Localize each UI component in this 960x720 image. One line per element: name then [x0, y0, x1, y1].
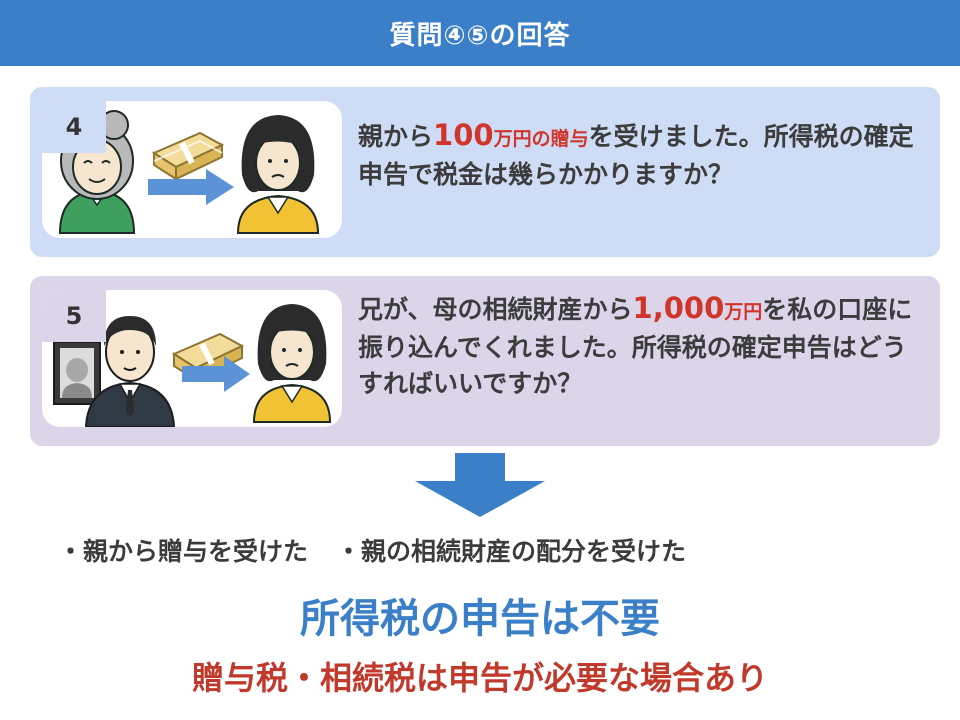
- condition-gift: ・親から贈与を受けた: [58, 537, 309, 566]
- question-text-5: 兄が、母の相続財産から1,000万円を私の口座に振り込んでくれました。所得税の確…: [358, 291, 913, 398]
- woman-icon: [236, 115, 320, 234]
- note-text: 贈与税・相続税は申告が必要な場合あり: [191, 659, 768, 697]
- money-bundle-icon: [151, 131, 225, 181]
- illustration-5: 5: [42, 290, 342, 427]
- question-card-4: 4 親から100万円の贈与を受けました。所得税の確定申告で税金は幾らかかりますか…: [30, 87, 940, 257]
- arrow-right-icon: [148, 169, 234, 205]
- question-card-5: 5 兄が、母の相続財産から1,000万円を私の口座に振り込んでくれました。所得税…: [30, 276, 940, 446]
- question-number-4: 4: [42, 101, 106, 153]
- man-icon: [84, 316, 176, 427]
- condition-inheritance: ・親の相続財産の配分を受けた: [336, 537, 687, 566]
- arrow-down-icon: [415, 453, 545, 517]
- arrow-right-icon: [182, 356, 250, 392]
- header-bar: 質問④⑤の回答: [0, 0, 960, 66]
- question-text-4: 親から100万円の贈与を受けました。所得税の確定申告で税金は幾らかかりますか？: [358, 118, 914, 189]
- memorial-portrait-icon: [53, 341, 101, 405]
- page-title: 質問④⑤の回答: [389, 20, 571, 51]
- woman-icon: [252, 304, 332, 423]
- question-number-5: 5: [42, 290, 106, 342]
- answer-conditions: ・親から贈与を受けた・親の相続財産の配分を受けた: [58, 532, 938, 568]
- conclusion-text: 所得税の申告は不要: [300, 596, 660, 642]
- illustration-4: 4: [42, 101, 342, 238]
